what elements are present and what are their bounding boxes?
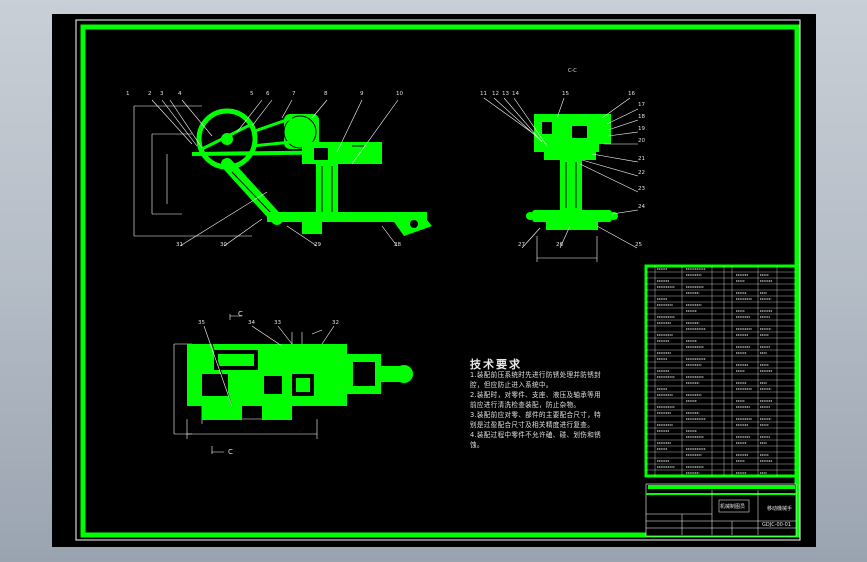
callout-19: 19 [638,126,645,132]
callout-21: 21 [638,156,645,162]
callout-9: 9 [360,91,364,97]
callout-23: 23 [638,186,645,192]
callout-31: 31 [176,242,183,248]
tech-line-5: 3.装配前应对零、部件的主要配合尺寸，特 [470,411,601,419]
callout-27: 27 [518,242,525,248]
assembly-drawing [75,19,801,541]
tech-line-8: 蚀。 [470,441,484,449]
callout-22: 22 [638,170,645,176]
callout-6: 6 [266,91,270,97]
tech-line-7: 4.装配过程中零件不允许磕、碰、划伤和锈 [470,431,601,439]
callout-34: 34 [248,320,255,326]
callout-13: 13 [502,91,509,97]
callout-10: 10 [396,91,403,97]
callout-28: 28 [394,242,401,248]
callout-24: 24 [638,204,645,210]
plan-view [173,314,413,454]
callout-18: 18 [638,114,645,120]
callout-17: 17 [638,102,645,108]
callout-33: 33 [274,320,281,326]
callout-14: 14 [512,91,519,97]
front-elevation-view [133,99,432,247]
callout-16: 16 [628,91,635,97]
callout-15: 15 [562,91,569,97]
callout-29: 29 [314,242,321,248]
tech-line-2: 腔，但应防止进入系统中。 [470,381,553,389]
title-block-drawing-number: GDJC-00-01 [762,522,792,528]
callout-26: 26 [556,242,563,248]
callout-1: 1 [126,91,130,97]
section-marker-top: C [238,310,243,318]
callout-2: 2 [148,91,152,97]
callout-4: 4 [178,91,182,97]
callout-12: 12 [492,91,499,97]
callout-32: 32 [332,320,339,326]
callout-11: 11 [480,91,487,97]
callout-3: 3 [160,91,164,97]
callout-30: 30 [220,242,227,248]
tech-line-6: 别是过盈配合尺寸及相关精度进行复查。 [470,421,595,429]
tech-requirements-title: 技术要求 [470,358,522,371]
tech-line-1: 1.装配前压系统时先进行防锈处理并防锈封 [470,371,601,379]
callout-7: 7 [292,91,296,97]
section-marker-bottom: C [228,448,233,456]
tech-line-3: 2.装配时，对零件、支座、液压及轴承等用 [470,391,601,399]
callout-20: 20 [638,138,645,144]
parts-list [644,264,798,478]
title-block [645,483,797,537]
title-block-company: 机械制图员 [720,504,746,510]
callout-25: 25 [635,242,642,248]
callout-5: 5 [250,91,254,97]
callout-8: 8 [324,91,328,97]
callout-35: 35 [198,320,205,326]
section-label-cc: C-C [568,68,577,74]
sheet-outer-border [75,19,801,541]
title-block-drawing-name: 移动機械手 [767,506,793,512]
tech-line-4: 前应进行清洗检查装配，防止杂物。 [470,401,581,409]
section-view-cc [483,97,639,262]
